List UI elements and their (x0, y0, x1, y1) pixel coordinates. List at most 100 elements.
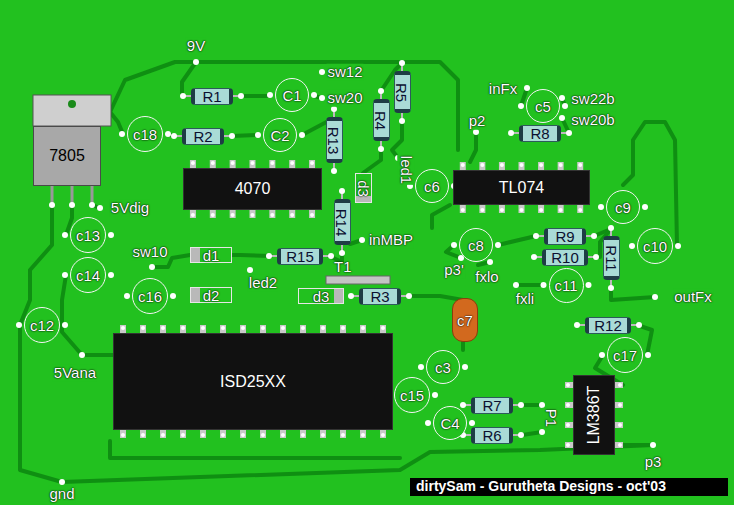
component-label: TL074 (499, 180, 544, 196)
solder-pad (381, 433, 385, 437)
net-label: inFx (488, 81, 518, 98)
solder-pad (328, 253, 334, 259)
resistor: R3 (359, 288, 401, 305)
solder-pad (578, 163, 582, 167)
solder-pad (480, 163, 484, 167)
resistor: R10 (542, 249, 588, 266)
solder-pad (559, 95, 565, 101)
solder-pad (339, 250, 345, 256)
solder-pad (559, 115, 565, 121)
net-label: sw22b (570, 91, 615, 108)
component-label: c7 (457, 313, 473, 328)
solder-pad (500, 208, 504, 212)
solder-pad (618, 443, 622, 447)
solder-pad (348, 293, 354, 299)
net-label: sw20b (570, 112, 615, 129)
component-label: C2 (270, 128, 289, 143)
solder-pad (406, 293, 412, 299)
net-label: fxlo (474, 269, 499, 286)
resistor: R8 (519, 125, 561, 142)
solder-pad (513, 282, 519, 288)
net-label: 5Vana (53, 365, 97, 382)
solder-pad (425, 420, 431, 426)
net-label: P1 (543, 408, 560, 428)
copper-trace (392, 121, 402, 158)
solder-pad (618, 403, 622, 407)
net-label: 9V (186, 38, 206, 55)
diode-band (191, 288, 200, 302)
solder-pad (121, 326, 125, 330)
component-label: R6 (482, 428, 501, 443)
solder-pad (311, 92, 317, 98)
solder-pad (221, 433, 225, 437)
diode-band (334, 289, 343, 303)
solder-pad (310, 213, 314, 217)
component-label: c6 (424, 179, 440, 194)
resistor: R1 (191, 88, 233, 105)
component-label: R14 (335, 208, 350, 236)
solder-pad (121, 433, 125, 437)
component-label: R7 (482, 398, 501, 413)
solder-pad (231, 213, 235, 217)
component-label: c10 (643, 239, 667, 254)
resistor: R4 (373, 99, 390, 141)
component-label: c8 (468, 238, 484, 253)
ic-pin (558, 205, 564, 213)
copper-trace (522, 432, 542, 435)
solder-pad (598, 204, 604, 210)
solder-pad (331, 106, 337, 112)
net-label: fxli (515, 291, 535, 308)
solder-pad (675, 243, 681, 249)
ic-pin (340, 325, 346, 333)
solder-pad (566, 423, 570, 427)
ic-pin (240, 325, 246, 333)
ic-pin (558, 162, 564, 170)
solder-pad (566, 130, 572, 136)
copper-trace (611, 287, 655, 300)
solder-pad (16, 322, 22, 328)
solder-pad (119, 131, 125, 137)
component-label: d2 (203, 288, 220, 303)
component-label: c16 (138, 289, 162, 304)
ic-pin (615, 422, 623, 428)
transistor: T1 (326, 259, 390, 285)
solder-pad (559, 208, 563, 212)
component-label: c12 (30, 318, 54, 333)
solder-pad (495, 242, 501, 248)
ic-pin (260, 325, 266, 333)
ic-pin (577, 162, 583, 170)
capacitor: C1 (275, 78, 309, 112)
solder-pad (361, 326, 365, 330)
capacitor: c15 (394, 377, 430, 413)
solder-pad (645, 352, 651, 358)
component-label: R3 (370, 289, 389, 304)
net-label: p2 (468, 113, 487, 130)
ic-pin (230, 160, 236, 168)
solder-pad (399, 118, 405, 124)
component-label: c18 (133, 127, 157, 142)
solder-pad (321, 326, 325, 330)
solder-pad (180, 93, 186, 99)
solder-pad (141, 326, 145, 330)
component-label: c11 (554, 278, 577, 293)
solder-pad (531, 254, 537, 260)
solder-pad (266, 253, 272, 259)
solder-pad (520, 163, 524, 167)
component-label: ISD25XX (220, 374, 286, 390)
component-label: c9 (615, 200, 631, 215)
component-label: d1 (203, 248, 220, 263)
ic-pin (280, 430, 286, 438)
credit-caption: dirtySam - Gurutheta Designs - oct'03 (410, 478, 728, 496)
solder-pad (241, 326, 245, 330)
net-label: led1 (398, 155, 415, 185)
copper-trace (363, 149, 381, 173)
solder-pad (290, 161, 294, 165)
solder-pad (361, 433, 365, 437)
solder-pad (460, 402, 466, 408)
ic-pin (140, 430, 146, 438)
net-label: led2 (248, 275, 278, 292)
solder-pad (432, 392, 438, 398)
solder-pad (473, 129, 479, 135)
solder-pad (339, 188, 345, 194)
diode: d1 (190, 247, 232, 263)
